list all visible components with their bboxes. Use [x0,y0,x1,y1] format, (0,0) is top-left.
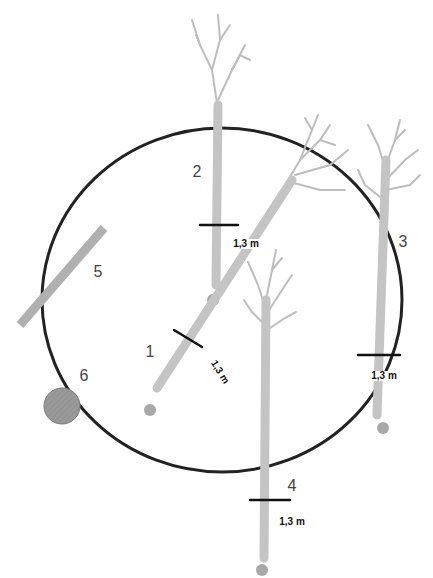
fallen-log [20,228,104,325]
stump-texture [44,388,80,424]
tree-base-dot [377,422,389,434]
dimension-label: 1,3 m [208,358,231,387]
tree-3 [358,120,420,415]
dimension-label: 1,3 m [232,239,260,249]
callout-number: 2 [193,164,202,180]
tree-4 [244,250,296,558]
tree-base-dot [144,404,156,416]
callout-number: 5 [94,264,103,280]
dimension-label: 1,3 m [278,517,306,527]
callout-number: 1 [146,344,155,360]
tree-1 [157,115,348,388]
callout-number: 6 [80,368,89,384]
callout-number: 3 [399,234,408,250]
plot-circle [42,128,402,472]
stump [44,388,80,424]
tree-base-dot [256,564,268,576]
callout-number: 4 [288,478,297,494]
dimension-label: 1,3 m [370,371,398,381]
